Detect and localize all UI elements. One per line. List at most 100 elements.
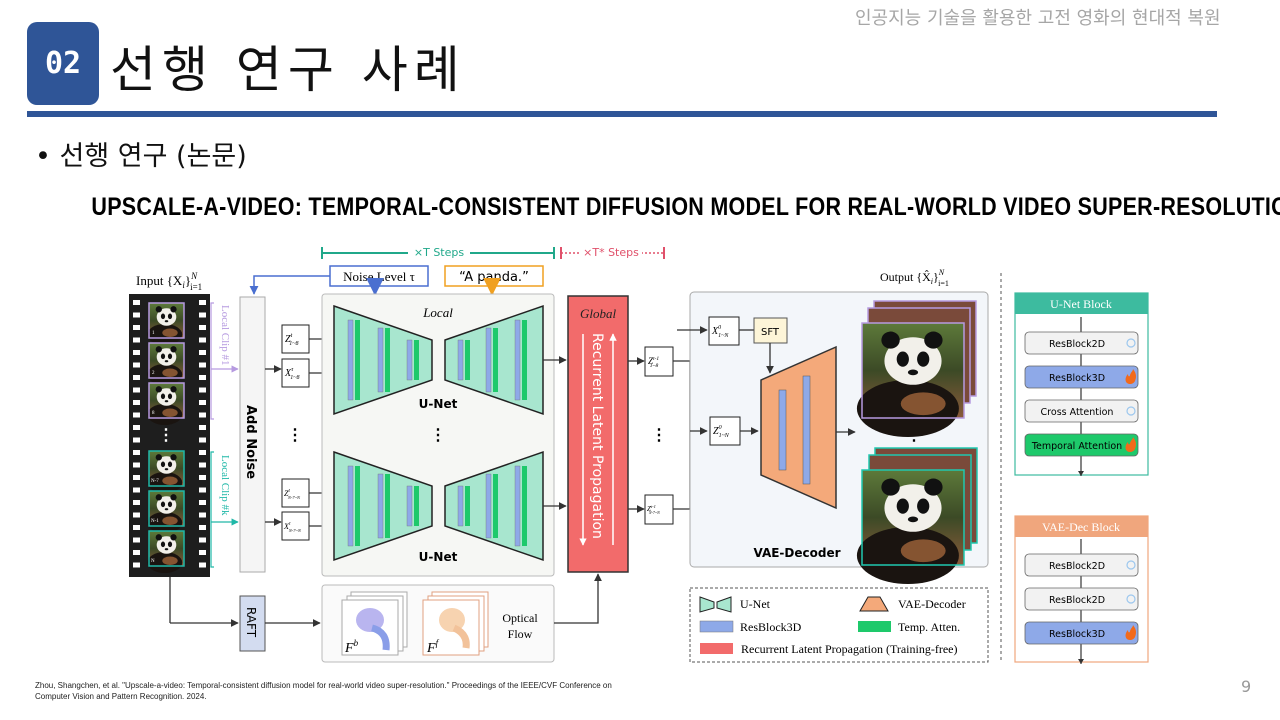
sprocket-hole	[133, 475, 140, 480]
sprocket-hole	[133, 425, 140, 430]
temporal-attention-bar	[465, 486, 470, 526]
sprocket-hole	[199, 325, 206, 330]
deck-title: 인공지능 기술을 활용한 고전 영화의 현대적 복원	[855, 8, 1221, 29]
sprocket-hole	[133, 537, 140, 543]
block-item-label: Cross Attention	[1041, 407, 1114, 418]
input-film-strip: 1 2 8 ⋮ N-7 N-1 N	[129, 294, 210, 577]
input-frame: N-1	[147, 490, 185, 533]
block-item-label: ResBlock2D	[1049, 339, 1105, 350]
sprocket-hole	[199, 312, 206, 318]
add-noise-label: Add Noise	[243, 405, 258, 479]
block-item-label: ResBlock3D	[1049, 373, 1105, 384]
sprocket-hole	[133, 362, 140, 368]
sprocket-hole	[133, 337, 140, 343]
sprocket-hole	[133, 462, 140, 468]
unet-block-panel: U-Net Block ResBlock2D ResBlock3D Cross At…	[1014, 292, 1149, 476]
sprocket-hole	[199, 562, 206, 568]
t-steps-label: ×T Steps	[414, 246, 464, 259]
local-clip-1-bracket: Local Clip #1	[210, 302, 239, 420]
resblock3d-bar	[457, 485, 464, 527]
ellipsis: ⋮	[287, 427, 303, 444]
rlp-label: Recurrent Latent Propagation	[589, 333, 605, 539]
sprocket-hole	[133, 562, 140, 568]
input-frame: 1	[147, 302, 185, 345]
forward-flow-stack: Ff	[422, 591, 489, 656]
temporal-attention-bar	[522, 466, 527, 546]
sprocket-hole	[133, 525, 140, 530]
sprocket-hole	[199, 462, 206, 468]
backward-flow-stack: Fb	[341, 591, 408, 656]
sprocket-hole	[199, 350, 206, 355]
sprocket-hole	[133, 412, 140, 418]
film-sprocket-holes	[133, 300, 206, 568]
temporal-attention-bar	[355, 466, 360, 546]
svg-text:Xτ1~8: Xτ1~8	[284, 367, 300, 381]
section-number-badge: 02	[27, 22, 99, 105]
temporal-attention-bar	[465, 340, 470, 380]
block-item-label: ResBlock2D	[1049, 561, 1105, 572]
paper-title: Upscale-A-Video: Temporal-Consistent Dif…	[91, 193, 1280, 221]
snowflake-icon	[1126, 594, 1136, 604]
unet-shape	[333, 304, 544, 416]
legend-vae: VAE-Decoder	[898, 597, 966, 611]
sprocket-hole	[199, 362, 206, 368]
header-divider	[27, 111, 1217, 117]
svg-text:Local Clip #1: Local Clip #1	[219, 305, 231, 366]
sprocket-hole	[133, 550, 140, 555]
citation: Zhou, Shangchen, et al. "Upscale-a-video…	[35, 681, 612, 701]
sprocket-hole	[199, 300, 206, 305]
resblock3d-bar	[485, 473, 492, 539]
svg-text:Z01~N: Z01~N	[713, 425, 730, 439]
block-item	[1024, 621, 1139, 645]
vae-decoder-shape	[760, 345, 837, 510]
sprocket-hole	[199, 525, 206, 530]
noise-level-label: Noise Level τ	[343, 269, 415, 284]
block-item-label: Temporal Attention	[1031, 441, 1122, 452]
temporal-attention-bar	[355, 320, 360, 400]
arrow-icon	[1078, 659, 1084, 664]
output-frames-top	[856, 300, 977, 437]
snowflake-icon	[1126, 560, 1136, 570]
svg-text:Zt-11~8: Zt-11~8	[648, 356, 659, 369]
prompt-label: “A panda.”	[459, 270, 529, 285]
svg-text:XτN-7~N: XτN-7~N	[283, 522, 302, 533]
raft-label: RAFT	[244, 607, 258, 638]
legend-resblock3d: ResBlock3D	[740, 620, 802, 634]
local-label: Local	[422, 305, 453, 320]
svg-text:N: N	[151, 559, 155, 564]
resblock3d-bar	[347, 319, 354, 401]
sprocket-hole	[133, 350, 140, 355]
sprocket-hole	[199, 375, 206, 380]
noise-to-add-noise-arrow	[249, 275, 330, 295]
t-star-steps-label: ×T* Steps	[583, 246, 639, 259]
unet-block-title: U-Net Block	[1050, 297, 1112, 311]
block-item-label: ResBlock2D	[1049, 595, 1105, 606]
bullet-item: • 선행 연구 (논문)	[35, 141, 247, 172]
temporal-attention-bar	[493, 474, 498, 538]
sprocket-hole	[199, 537, 206, 543]
sprocket-hole	[199, 412, 206, 418]
temporal-attention-bar	[414, 340, 419, 380]
flame-icon	[1125, 625, 1137, 640]
snowflake-icon	[1126, 338, 1136, 348]
svg-text:Zt-1N-7~N: Zt-1N-7~N	[647, 504, 660, 515]
sprocket-hole	[133, 437, 140, 443]
temporal-attention-bar	[414, 486, 419, 526]
input-frame: N-7	[147, 450, 185, 493]
t-steps-indicator: ×T Steps	[321, 245, 555, 259]
sprocket-hole	[199, 337, 206, 343]
vae-dec-block-panel: VAE-Dec Block ResBlock2DResBlock2DResBlo…	[1014, 515, 1149, 664]
snowflake-icon	[1126, 406, 1136, 416]
legend-temp-atten: Temp. Atten.	[898, 620, 960, 634]
block-item	[1024, 399, 1139, 423]
resblock3d-bar	[347, 465, 354, 547]
sprocket-hole	[199, 487, 206, 493]
add-noise-block	[239, 296, 266, 573]
